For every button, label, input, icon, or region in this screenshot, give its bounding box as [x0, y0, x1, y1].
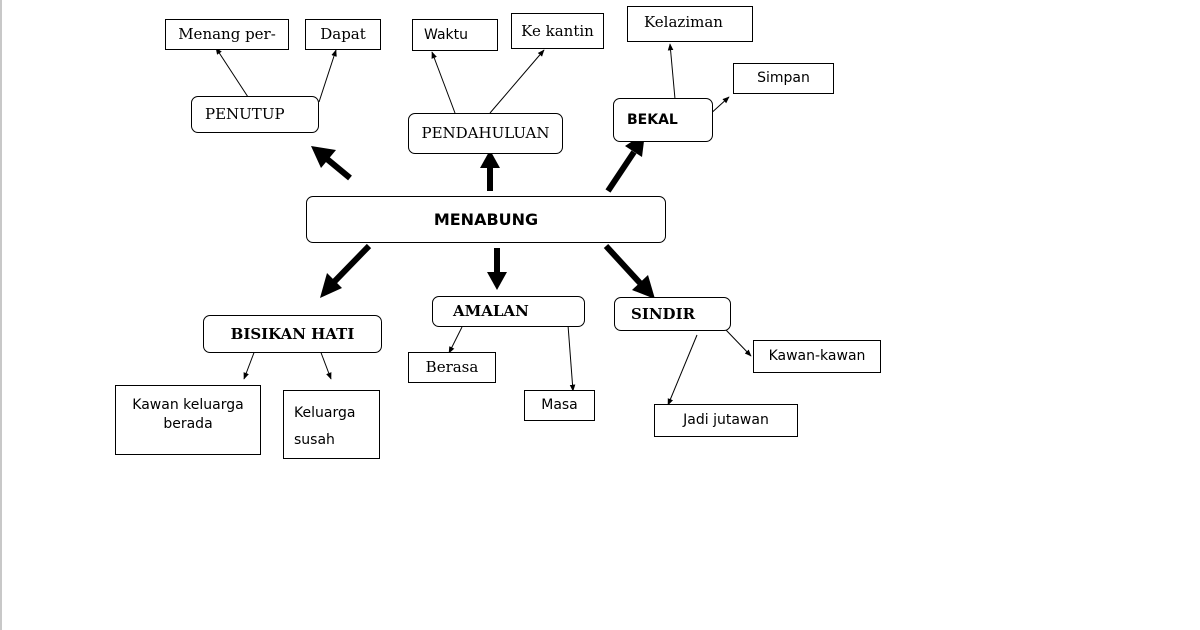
leaf-label-dapat: Dapat [320, 25, 366, 44]
branch-label-bisikan-hati: BISIKAN HATI [230, 324, 355, 343]
leaf-label-ke-kantin: Ke kantin [521, 21, 594, 40]
branch-node-bekal: BEKAL [613, 98, 713, 142]
thick-arrow-to-bisikan-hati [320, 243, 372, 298]
leaf-label-masa: Masa [541, 397, 578, 414]
branch-node-bisikan-hati: BISIKAN HATI [203, 315, 382, 353]
link-penutup-menang [215, 47, 249, 98]
link-bisikan-kawan [243, 349, 256, 380]
leaf-node-simpan: Simpan [733, 63, 834, 94]
branch-node-pendahuluan: PENDAHULUAN [408, 113, 563, 154]
leaf-node-kawan-keluarga: Kawan keluarga berada [115, 385, 261, 455]
leaf-node-kawan-kawan: Kawan-kawan [753, 340, 881, 373]
thick-arrow-to-penutup [311, 146, 352, 181]
leaf-node-waktu: Waktu [412, 19, 498, 51]
central-node-menabung: MENABUNG [306, 196, 666, 243]
leaf-node-keluarga-susah: Keluarga susah [283, 390, 380, 459]
leaf-node-kelaziman: Kelaziman [627, 6, 753, 42]
leaf-label-waktu: Waktu [424, 26, 468, 43]
link-amalan-masa [567, 324, 576, 392]
link-amalan-berasa [448, 326, 463, 354]
leaf-label-jadi-jutawan: Jadi jutawan [683, 412, 769, 429]
leaf-node-menang-per: Menang per- [165, 19, 289, 50]
leaf-label-keluarga-susah: Keluarga susah [294, 405, 356, 448]
central-node-label: MENABUNG [433, 209, 539, 229]
branch-label-amalan: AMALAN [453, 302, 529, 321]
thick-arrow-to-sindir [603, 243, 655, 299]
leaf-node-jadi-jutawan: Jadi jutawan [654, 404, 798, 437]
leaf-label-kawan-kawan: Kawan-kawan [768, 348, 866, 365]
leaf-node-berasa: Berasa [408, 352, 496, 383]
branch-node-penutup: PENUTUP [191, 96, 319, 133]
link-pendahuluan-waktu [431, 51, 456, 114]
leaf-label-kelaziman: Kelaziman [644, 13, 723, 31]
leaf-node-ke-kantin: Ke kantin [511, 13, 604, 49]
branch-node-amalan: AMALAN [432, 296, 585, 327]
link-pendahuluan-kantin [489, 49, 545, 114]
link-bisikan-keluarga [319, 349, 332, 380]
link-sindir-jutawan [667, 334, 698, 406]
link-penutup-dapat [318, 49, 337, 103]
link-sindir-kawan [725, 329, 752, 357]
branch-label-bekal: BEKAL [627, 111, 678, 128]
thick-arrow-to-pendahuluan [480, 150, 500, 191]
leaf-label-berasa: Berasa [425, 358, 479, 377]
branch-node-sindir: SINDIR [614, 297, 731, 331]
branch-label-penutup: PENUTUP [205, 105, 285, 124]
leaf-label-menang-per: Menang per- [178, 25, 276, 44]
branch-label-sindir: SINDIR [631, 304, 696, 323]
leaf-node-dapat: Dapat [305, 19, 381, 50]
thick-arrow-to-amalan [487, 248, 507, 290]
leaf-label-simpan: Simpan [757, 70, 810, 87]
leaf-label-kawan-keluarga: Kawan keluarga berada [132, 397, 244, 432]
branch-label-pendahuluan: PENDAHULUAN [421, 124, 550, 143]
page-left-border [0, 0, 2, 630]
leaf-node-masa: Masa [524, 390, 595, 421]
